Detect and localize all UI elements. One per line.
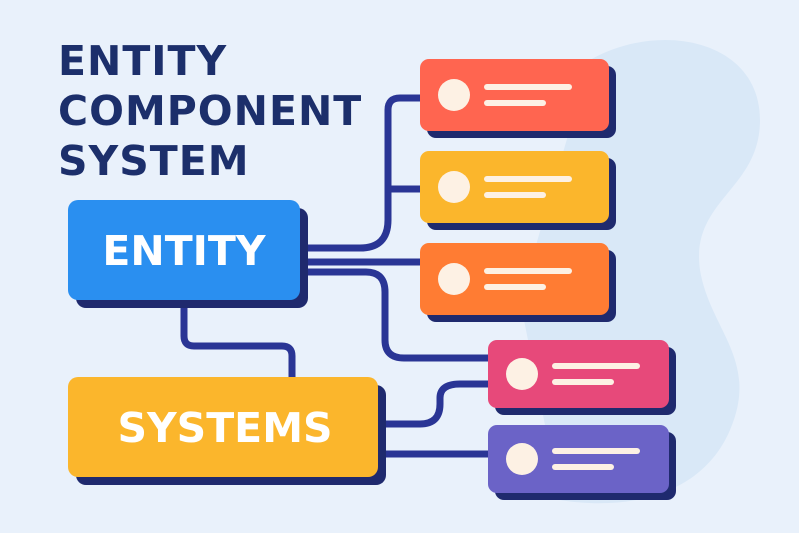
card-body xyxy=(420,151,609,223)
component-orange xyxy=(420,243,616,322)
avatar-icon xyxy=(506,358,538,390)
avatar-icon xyxy=(438,79,470,111)
text-line-icon xyxy=(552,464,614,470)
text-line-icon xyxy=(552,363,640,369)
avatar-icon xyxy=(438,263,470,295)
connector-entity-to-systems xyxy=(180,296,296,382)
title-line-3: SYSTEM xyxy=(58,137,250,185)
connector-systems-to-pink xyxy=(374,380,496,428)
text-line-icon xyxy=(484,192,546,198)
entity-label: ENTITY xyxy=(102,227,267,275)
card-body xyxy=(420,243,609,315)
avatar-icon xyxy=(438,171,470,203)
component-pink xyxy=(488,340,676,415)
component-list xyxy=(420,59,676,500)
connector-entity-to-pink xyxy=(296,268,496,362)
systems-label: SYSTEMS xyxy=(117,404,332,452)
entity-node: ENTITY xyxy=(68,200,308,308)
component-purple xyxy=(488,425,676,500)
title-line-2: COMPONENT xyxy=(58,87,363,135)
card-body xyxy=(488,340,669,408)
connectors xyxy=(180,94,496,458)
component-red xyxy=(420,59,616,138)
text-line-icon xyxy=(484,268,572,274)
title-line-1: ENTITY xyxy=(58,37,228,85)
text-line-icon xyxy=(552,448,640,454)
text-line-icon xyxy=(484,284,546,290)
text-line-icon xyxy=(484,176,572,182)
component-yellow xyxy=(420,151,616,230)
avatar-icon xyxy=(506,443,538,475)
connector-entity-to-red xyxy=(296,94,429,252)
text-line-icon xyxy=(484,84,572,90)
card-body xyxy=(420,59,609,131)
systems-node: SYSTEMS xyxy=(68,377,386,485)
card-body xyxy=(488,425,669,493)
text-line-icon xyxy=(552,379,614,385)
text-line-icon xyxy=(484,100,546,106)
